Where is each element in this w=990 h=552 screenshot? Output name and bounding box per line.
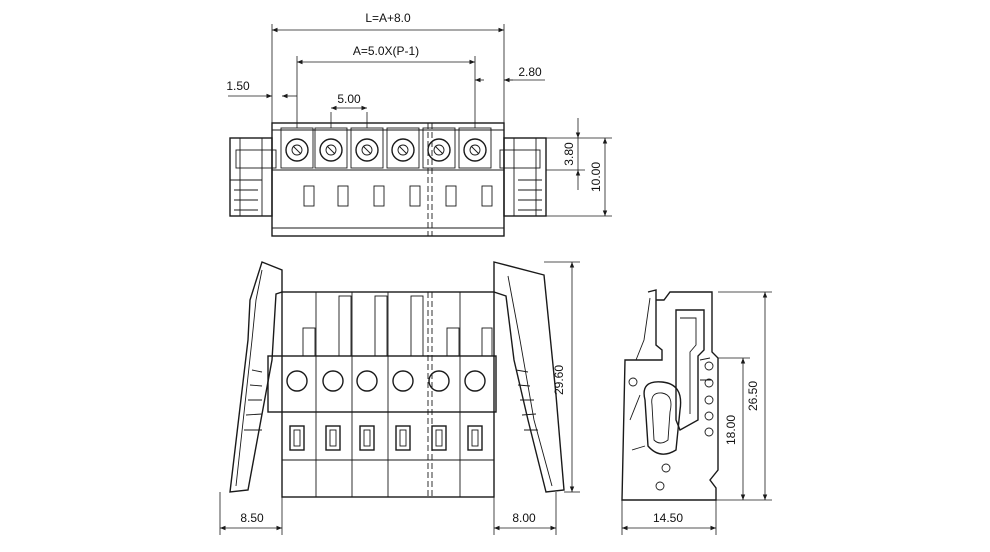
side-contact-holes [628,361,714,491]
dim-top-pitch: 5.00 [337,92,361,106]
dim-top-pitch-span: A=5.0X(P-1) [353,44,419,58]
top-view: L=A+8.0 A=5.0X(P-1) 1.50 2.80 5.00 3.80 … [226,11,612,237]
side-view: 26.50 18.00 14.50 [621,289,772,535]
front-tab-row [302,295,493,357]
top-screw-row [280,127,492,169]
dim-top-height-large: 10.00 [589,162,603,192]
front-view: 29.60 8.50 8.00 [219,261,580,535]
dim-front-right-offset: 8.00 [512,511,536,525]
front-test-slot-row [289,425,483,451]
dim-top-overall-length: L=A+8.0 [365,11,411,25]
dim-top-left-offset: 1.50 [226,79,250,93]
dim-side-height-large: 26.50 [746,381,760,411]
dim-front-left-offset: 8.50 [240,511,264,525]
top-slot-row [303,185,493,207]
dim-side-height-small: 18.00 [724,415,738,445]
dim-top-right-offset: 2.80 [518,65,542,79]
dim-front-height: 29.60 [552,365,566,395]
dim-top-height-small: 3.80 [562,142,576,166]
front-wire-hole-row [286,370,486,392]
dim-side-width: 14.50 [653,511,683,525]
